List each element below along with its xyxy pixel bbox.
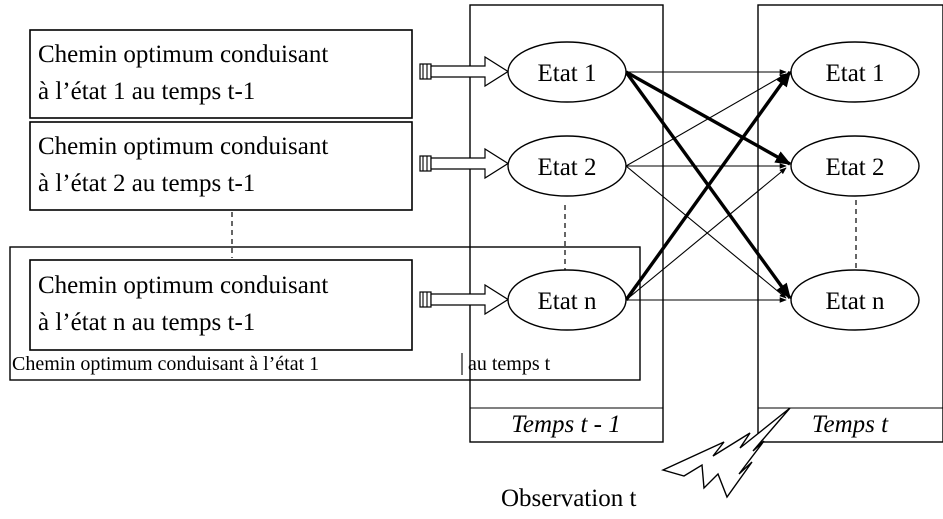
state-prev-2-label: Etat 2 [537, 154, 596, 181]
state-curr-n-label: Etat n [825, 288, 885, 315]
path-box-1-line2: à l’état 1 au temps t-1 [38, 78, 255, 105]
observation-label: Observation t [501, 485, 636, 512]
state-prev-1-label: Etat 1 [537, 60, 596, 87]
column-curr-label: Temps t [812, 411, 889, 438]
transition-1-2 [625, 70, 792, 166]
state-curr-2-label: Etat 2 [825, 154, 884, 181]
state-curr-n [790, 269, 920, 331]
column-frame-prev [469, 4, 664, 443]
path-box-n-line2: à l’état n au temps t-1 [38, 309, 255, 336]
feed-arrow-n [419, 283, 510, 316]
outer-path-box [9, 246, 641, 381]
state-prev-n-label: Etat n [537, 288, 597, 315]
transition-n-1 [624, 70, 792, 301]
state-prev-1 [507, 41, 627, 103]
feed-arrow-2 [419, 147, 510, 180]
lightning-bolt-icon [660, 407, 791, 499]
path-box-n [29, 259, 413, 351]
outer-caption-part2: au temps t [468, 353, 551, 375]
path-box-2 [29, 121, 413, 211]
state-prev-2 [507, 135, 627, 197]
outer-caption-part1: Chemin optimum conduisant à l’état 1 [12, 353, 319, 375]
column-prev-label: Temps t - 1 [511, 411, 621, 438]
column-frame-curr [757, 4, 943, 443]
state-curr-1 [790, 41, 920, 103]
path-box-2-line1: Chemin optimum conduisant [38, 133, 328, 160]
state-prev-n [507, 269, 627, 331]
state-curr-2 [790, 135, 920, 197]
transition-2-n [625, 165, 787, 299]
path-box-1-line1: Chemin optimum conduisant [38, 41, 328, 68]
path-box-n-line1: Chemin optimum conduisant [38, 272, 328, 299]
path-box-2-line2: à l’état 2 au temps t-1 [38, 170, 255, 197]
feed-arrow-1 [419, 55, 510, 88]
transition-n-2 [625, 167, 787, 301]
state-curr-1-label: Etat 1 [825, 60, 884, 87]
transitions [624, 69, 792, 303]
transition-2-1 [625, 73, 787, 167]
path-box-1 [29, 29, 413, 119]
